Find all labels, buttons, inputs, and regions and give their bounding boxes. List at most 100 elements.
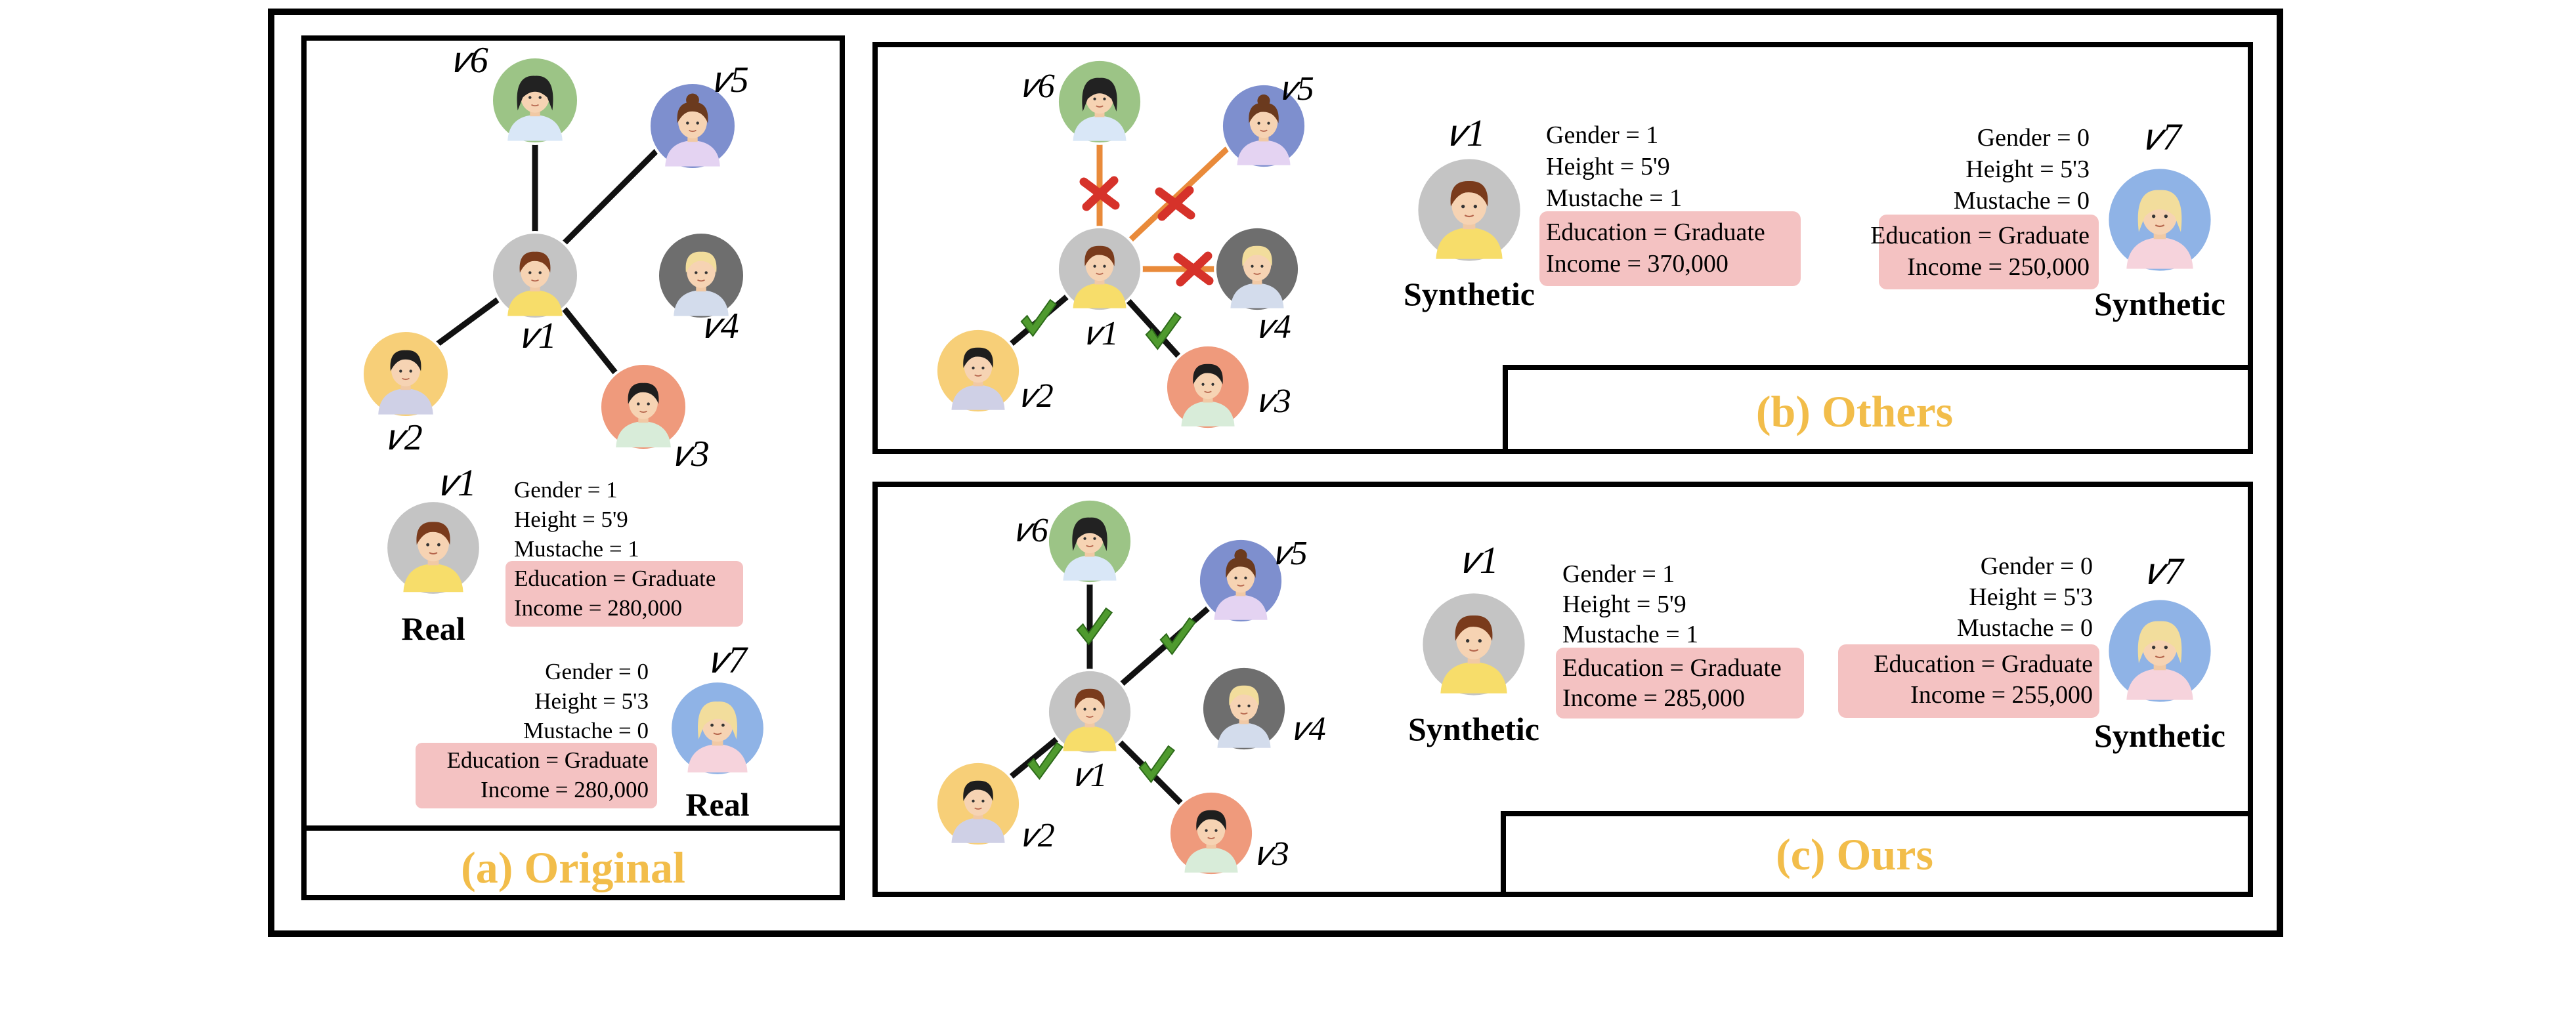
cross-icon [1173, 251, 1214, 287]
avatar-v4-icon [1214, 226, 1300, 312]
avatar-v6-icon [1046, 498, 1133, 585]
panel-a-v1-sensitive: Education = Graduate [514, 566, 716, 591]
avatar-v2-icon [361, 329, 450, 419]
avatar-v5-icon [1220, 83, 1307, 169]
node-label-v1: 𝜈1 [520, 316, 557, 356]
panel-a-v1-attr: Height = 5'9 [514, 507, 628, 532]
node-label-v1: 𝜈1 [1073, 757, 1107, 794]
avatar-v1-icon [1046, 669, 1133, 755]
node-label-v2: 𝜈2 [1020, 377, 1054, 415]
panel-c-avatars [935, 498, 2214, 877]
avatar-v1-card-icon [1419, 590, 1528, 699]
panel-a-v7-sensitive: Education = Graduate [447, 747, 649, 773]
avatar-v4-icon [656, 231, 746, 320]
panel-b-v7-label: Synthetic [2094, 285, 2225, 322]
panel-b-avatars [935, 58, 2214, 430]
avatar-v2-icon [935, 327, 1021, 414]
avatar-v7-card-icon [2105, 596, 2214, 705]
cross-icon [1155, 186, 1195, 221]
panel-a-v7-attr: Height = 5'3 [534, 688, 649, 714]
avatar-v6-icon [1056, 58, 1143, 145]
panel-b-v7-attr: Mustache = 0 [1954, 187, 2090, 215]
check-icon [1159, 617, 1196, 656]
panel-a-v1-label: Real [401, 610, 465, 647]
node-label-v5: 𝜈5 [1274, 535, 1308, 572]
panel-b-v1-attr: Mustache = 1 [1546, 184, 1682, 212]
avatar-v5-icon [648, 81, 737, 171]
panel-b-v7-sensitive: Income = 250,000 [1907, 253, 2090, 281]
avatar-v1-icon [1056, 226, 1143, 312]
panel-a-v7-name: 𝜈7 [709, 638, 748, 681]
panel-b-title-box [1503, 365, 2250, 451]
panel-a-v1-name: 𝜈1 [439, 461, 477, 504]
panel-a-v1-attr: Mustache = 1 [514, 536, 639, 562]
panel-c-title: (c) Ours [1776, 829, 1933, 879]
panel-c-v7-attr: Gender = 0 [1981, 552, 2093, 580]
avatar-v5-icon [1197, 537, 1284, 624]
panel-a-v7-label: Real [685, 786, 749, 823]
avatar-v7-card-icon [2105, 165, 2214, 274]
avatar-v3-icon [1168, 790, 1255, 877]
panel-b-v7-attr: Gender = 0 [1977, 124, 2090, 152]
node-label-v3: 𝜈3 [1257, 383, 1291, 420]
node-label-v6: 𝜈6 [452, 40, 488, 81]
panel-c-v7-name: 𝜈7 [2145, 550, 2185, 593]
panel-c-v1-attr: Height = 5'9 [1562, 591, 1686, 618]
avatar-v1-icon [490, 231, 580, 320]
panel-b-marks [1020, 176, 1214, 350]
node-label-v1: 𝜈1 [1084, 315, 1119, 352]
panel-a-v1-sensitive-box [505, 561, 743, 627]
panel-b-v1-sensitive-box [1539, 211, 1801, 286]
panel-a-title: (a) Original [461, 843, 685, 892]
avatar-v3-icon [1165, 344, 1251, 430]
avatar-v1-card-icon [1415, 156, 1524, 264]
node-label-v2: 𝜈2 [386, 417, 423, 458]
node-label-v4: 𝜈4 [702, 306, 739, 346]
avatar-v2-icon [935, 761, 1021, 847]
panel-c-v1-sensitive-box [1556, 648, 1804, 719]
panel-b-title: (b) Others [1756, 386, 1953, 436]
avatar-v6-icon [490, 56, 580, 145]
panel-b-v1-label: Synthetic [1404, 276, 1535, 312]
panel-a-v7-sensitive: Income = 280,000 [481, 777, 649, 802]
check-icon [1145, 312, 1182, 350]
cross-icon [1079, 176, 1120, 211]
avatar-v3-icon [599, 362, 688, 451]
panel-a-frame [301, 35, 845, 900]
avatar-v4-icon [1201, 665, 1287, 752]
panel-b-v1-attr: Gender = 1 [1546, 121, 1658, 149]
panel-b-v1-attr: Height = 5'9 [1546, 153, 1670, 180]
panel-b-v1-sensitive: Education = Graduate [1546, 219, 1765, 246]
panel-c-v7-sensitive: Education = Graduate [1874, 650, 2093, 678]
panel-c-marks [1027, 607, 1196, 783]
node-label-v2: 𝜈2 [1021, 817, 1055, 854]
check-icon [1076, 607, 1113, 646]
avatar-v7-card-icon [668, 679, 767, 778]
node-label-v3: 𝜈3 [1255, 835, 1289, 873]
check-icon [1027, 741, 1063, 780]
panel-b-frame [872, 42, 2253, 454]
panel-b-v7-sensitive-box [1879, 215, 2099, 289]
node-label-v5: 𝜈5 [1280, 70, 1314, 108]
check-icon [1138, 745, 1175, 783]
panel-c-v1-label: Synthetic [1408, 711, 1539, 747]
node-label-v6: 𝜈6 [1014, 512, 1048, 549]
check-icon [1020, 299, 1057, 337]
panel-c-v7-attr: Height = 5'3 [1969, 583, 2093, 611]
avatar-v1-card-icon [384, 499, 483, 597]
node-label-v4: 𝜈4 [1257, 308, 1291, 346]
panel-b-v7-attr: Height = 5'3 [1965, 156, 2090, 183]
node-label-v5: 𝜈5 [712, 60, 749, 100]
panel-a-v1-sensitive: Income = 280,000 [514, 595, 682, 621]
node-label-v4: 𝜈4 [1292, 711, 1326, 748]
panel-c-v1-sensitive: Income = 285,000 [1562, 684, 1745, 712]
panel-c-v7-attr: Mustache = 0 [1957, 614, 2093, 642]
panel-a-v7-sensitive-box [416, 743, 657, 808]
node-label-v6: 𝜈6 [1021, 68, 1055, 105]
panel-c-v7-label: Synthetic [2094, 717, 2225, 754]
panel-b-v1-name: 𝜈1 [1448, 112, 1486, 154]
panel-c-v7-sensitive-box [1838, 644, 2099, 718]
panel-b-v7-sensitive: Education = Graduate [1870, 222, 2090, 249]
panel-a-avatars [361, 56, 767, 778]
